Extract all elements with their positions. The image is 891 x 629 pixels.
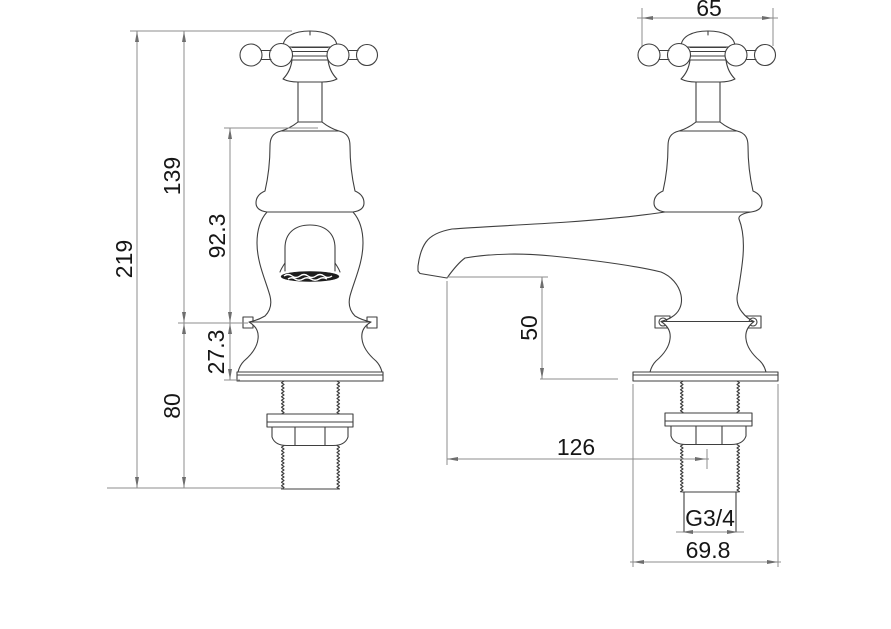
hub-bars [291, 46, 329, 57]
backnut-facets [294, 426, 326, 446]
dim-arrow [447, 457, 458, 461]
base-flange [236, 371, 384, 382]
base-skirt [237, 321, 383, 373]
spout-window-lip [279, 262, 341, 273]
dim-arrow [633, 560, 644, 564]
handle-ball [666, 42, 692, 68]
dim-label-thread-size: G3/4 [685, 505, 735, 531]
dim-arrow [182, 323, 186, 334]
side-body [417, 81, 779, 382]
ext-lines-698 [632, 384, 779, 567]
dimension-lines [107, 8, 781, 567]
backnut-washer [266, 413, 354, 428]
dim-label-spout-clearance: 50 [516, 315, 542, 341]
aerator-mesh [283, 273, 333, 281]
side-tail [664, 380, 753, 533]
spindle [695, 81, 721, 123]
dim-arrow [182, 31, 186, 42]
dim-arrow [682, 530, 693, 534]
thread [336, 444, 341, 490]
base-flange [632, 371, 779, 382]
thread [280, 380, 285, 415]
handle-ball [239, 43, 263, 67]
dim-label-upper-height: 139 [159, 157, 185, 195]
handle-ball [724, 43, 748, 67]
hub-bars [689, 46, 727, 57]
dim-label-overall-height: 219 [111, 240, 137, 278]
base-skirt [649, 320, 767, 373]
handle-hub [680, 59, 736, 83]
dim-label-tail-length: 80 [159, 393, 185, 419]
dim-arrow [540, 277, 544, 288]
handle-ball [753, 43, 777, 67]
dim-arrow [762, 16, 773, 20]
tail-tube [683, 491, 737, 533]
ball-necks [260, 49, 359, 61]
spindle-flare [280, 121, 340, 132]
dim-arrow [135, 477, 139, 488]
dim-arrow [228, 312, 232, 323]
dim-label-base-width: 69.8 [686, 537, 731, 563]
thread [679, 380, 684, 414]
body-and-spout [417, 211, 755, 323]
dim-arrow [182, 312, 186, 323]
dim-arrow [228, 323, 232, 334]
spout-window [284, 224, 336, 272]
handle-hub [282, 59, 338, 83]
dim-label-body-height: 92.3 [204, 214, 230, 259]
bonnet-bell [255, 130, 365, 213]
ball-necks [658, 49, 757, 61]
thread [280, 444, 285, 490]
backnut-facets [695, 425, 723, 445]
dim-arrow [182, 477, 186, 488]
front-tail [266, 380, 354, 490]
backnut-washer [664, 412, 753, 427]
handle-ball [637, 43, 661, 67]
spindle [297, 81, 323, 123]
dim-label-spout-reach: 126 [557, 434, 595, 460]
front-body [236, 81, 384, 382]
spindle-flare [678, 121, 738, 132]
dim-arrow [727, 530, 738, 534]
bonnet-bell [653, 130, 763, 213]
front-view [236, 30, 384, 490]
dim-arrow [228, 369, 232, 380]
dim-arrow [695, 457, 706, 461]
cross-handle [239, 30, 379, 83]
dim-arrow [767, 560, 778, 564]
dim-arrow [135, 31, 139, 42]
dim-label-skirt-height: 27.3 [203, 330, 229, 375]
thread [736, 443, 741, 493]
thread [736, 380, 741, 414]
handle-ball [326, 43, 350, 67]
tap-body [248, 211, 372, 323]
backnut [271, 426, 349, 447]
cross-handle [637, 30, 777, 83]
backnut [670, 425, 747, 446]
dim-arrow [642, 16, 653, 20]
thread [336, 380, 341, 415]
handle-ball [355, 43, 379, 67]
dim-arrow [540, 368, 544, 379]
thread [679, 443, 684, 493]
dim-arrow [228, 128, 232, 139]
dimension-labels: 219 139 92.3 27.3 80 65 50 126 G3/4 69.8 [111, 0, 735, 563]
dim-label-handle-width: 65 [696, 0, 722, 21]
side-view [417, 30, 779, 533]
handle-ball [268, 42, 294, 68]
ext-lines-65 [641, 8, 774, 46]
